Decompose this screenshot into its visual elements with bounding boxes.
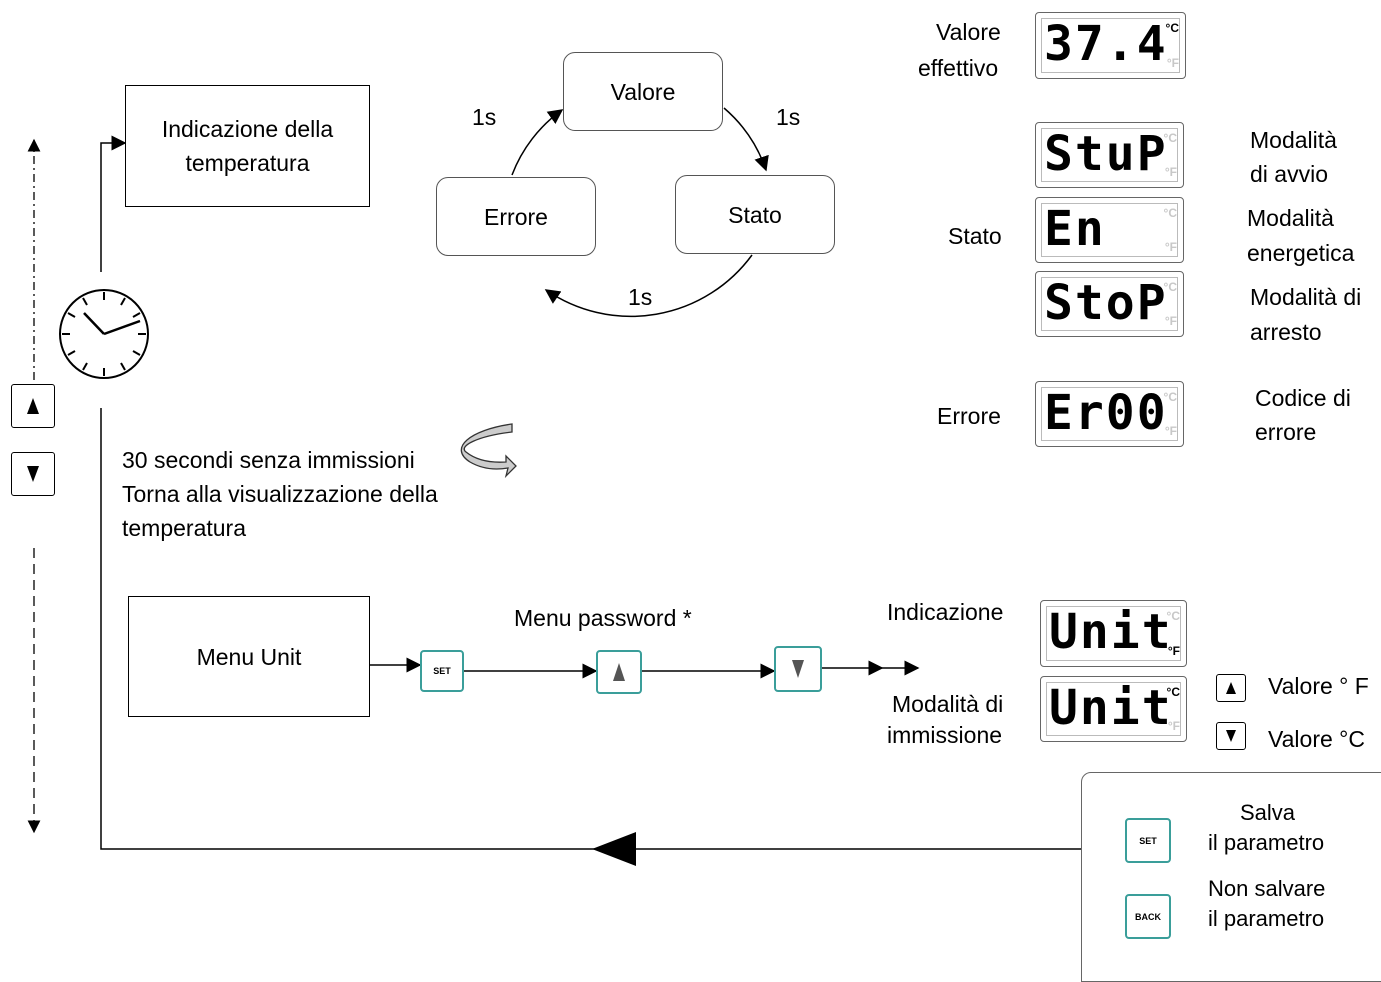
down-arrow-icon xyxy=(792,660,804,678)
unit-c-indicator: °C xyxy=(1166,685,1180,699)
unit-f-indicator: °F xyxy=(1164,165,1177,179)
unit-indication-display: Unit °C °F xyxy=(1040,600,1187,667)
state-stop-desc-line2: arresto xyxy=(1250,319,1322,345)
temperature-indication-box: Indicazione della temperatura xyxy=(125,85,370,207)
state-stop-digits: StoP xyxy=(1044,275,1168,331)
actual-value-label-line1: Valore xyxy=(936,19,1001,45)
down-arrow-icon xyxy=(27,466,39,482)
input-mode-label-line2: immissione xyxy=(887,722,1003,748)
down-key[interactable] xyxy=(11,452,55,496)
unit-c-indicator: °C xyxy=(1165,21,1179,35)
interval-top-right: 1s xyxy=(776,104,801,130)
error-desc-line2: errore xyxy=(1255,419,1317,445)
state-energy-digits: En xyxy=(1044,201,1106,257)
up-value-label: Valore ° F xyxy=(1268,673,1369,699)
actual-value-digits: 37.4 xyxy=(1044,16,1168,72)
up-key[interactable] xyxy=(11,384,55,428)
down-key-unit[interactable] xyxy=(1216,722,1246,750)
unit-c-indicator: °C xyxy=(1163,390,1177,404)
state-display-stop: StoP °C °F xyxy=(1035,271,1184,337)
up-key-unit[interactable] xyxy=(1216,674,1246,702)
up-arrow-icon xyxy=(613,663,625,681)
cycle-state-box: Stato xyxy=(675,175,835,254)
cycle-state-label: Stato xyxy=(728,201,782,228)
unit-c-indicator: °C xyxy=(1166,609,1180,623)
cycle-error-label: Errore xyxy=(484,203,548,230)
state-label: Stato xyxy=(948,223,1002,249)
down-key-menu[interactable] xyxy=(774,646,822,692)
state-energy-desc-line2: energetica xyxy=(1247,240,1355,266)
unit-f-indicator: °F xyxy=(1166,56,1179,70)
state-energy-desc-line1: Modalità xyxy=(1247,205,1334,231)
cycle-error-box: Errore xyxy=(436,177,596,256)
cycle-value-box: Valore xyxy=(563,52,723,131)
set-desc-line1: Salva xyxy=(1240,800,1296,825)
unit-f-indicator: °F xyxy=(1164,240,1177,254)
interval-bottom: 1s xyxy=(628,284,653,310)
unit-c-indicator: °C xyxy=(1163,206,1177,220)
back-desc-line1: Non salvare xyxy=(1208,876,1326,901)
unit-f-indicator: °F xyxy=(1167,719,1180,733)
set-key-legend-label: SET xyxy=(1139,835,1157,846)
return-arrow-icon xyxy=(460,423,517,479)
unit-indication-digits: Unit xyxy=(1049,604,1173,660)
unit-menu-box: Menu Unit xyxy=(128,596,370,717)
cycle-value-label: Valore xyxy=(610,78,676,105)
set-key[interactable]: SET xyxy=(420,650,464,692)
input-mode-label-line1: Modalità di xyxy=(892,691,1004,717)
timeout-note-line2: Torna alla visualizzazione della xyxy=(122,481,438,507)
unit-c-indicator: °C xyxy=(1163,280,1177,294)
back-key-legend-label: BACK xyxy=(1135,911,1161,922)
back-desc-line2: il parametro xyxy=(1208,906,1325,931)
error-label: Errore xyxy=(937,403,1001,429)
unit-f-indicator: °F xyxy=(1167,644,1180,658)
error-display: Er00 °C °F xyxy=(1035,381,1184,447)
unit-input-digits: Unit xyxy=(1049,680,1173,736)
unit-f-indicator: °F xyxy=(1164,314,1177,328)
state-startup-desc-line1: Modalità xyxy=(1250,127,1337,153)
password-menu-label: Menu password * xyxy=(514,605,692,631)
set-desc-line2: il parametro xyxy=(1208,830,1325,855)
error-digits: Er00 xyxy=(1044,385,1168,441)
state-stop-desc-line1: Modalità di xyxy=(1250,284,1362,310)
up-key-menu[interactable] xyxy=(596,650,642,694)
temperature-box-line2: temperatura xyxy=(185,150,310,176)
down-arrow-icon xyxy=(1226,730,1236,742)
state-startup-digits: StuP xyxy=(1044,126,1168,182)
set-key-label: SET xyxy=(433,666,451,676)
unit-menu-label: Menu Unit xyxy=(196,643,302,670)
down-value-label: Valore °C xyxy=(1268,726,1365,752)
actual-value-display: 37.4 °C °F xyxy=(1035,12,1186,79)
unit-c-indicator: °C xyxy=(1163,131,1177,145)
unit-input-display: Unit °C °F xyxy=(1040,676,1187,742)
indication-label: Indicazione xyxy=(887,599,1004,625)
back-key-legend[interactable]: BACK xyxy=(1125,894,1171,939)
timeout-note-line1: 30 secondi senza immissioni xyxy=(122,447,415,473)
clock-icon xyxy=(59,289,149,379)
up-arrow-icon xyxy=(1226,682,1236,694)
temperature-box-line1: Indicazione della xyxy=(161,116,334,142)
legend-panel: SET Salva il parametro BACK Non salvare … xyxy=(1081,772,1381,982)
interval-top-left: 1s xyxy=(472,104,497,130)
unit-f-indicator: °F xyxy=(1164,424,1177,438)
state-display-startup: StuP °C °F xyxy=(1035,122,1184,188)
state-display-energy: En °C °F xyxy=(1035,197,1184,263)
error-desc-line1: Codice di xyxy=(1255,385,1351,411)
up-arrow-icon xyxy=(27,398,39,414)
actual-value-label-line2: effettivo xyxy=(918,55,999,81)
set-key-legend[interactable]: SET xyxy=(1125,818,1171,863)
timeout-note-line3: temperatura xyxy=(122,515,247,541)
state-startup-desc-line2: di avvio xyxy=(1250,161,1328,187)
